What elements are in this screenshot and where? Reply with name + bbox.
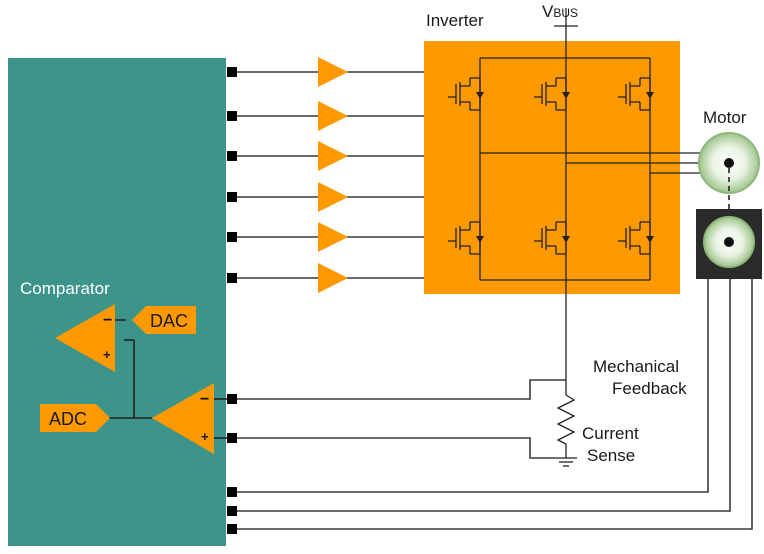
pin-gate-1	[227, 67, 237, 77]
comp-left-plus: +	[103, 347, 111, 362]
comp-left-minus: −	[103, 312, 112, 329]
current-sense-label-2: Sense	[587, 446, 635, 465]
driver-1	[318, 57, 348, 87]
comparator-circuit	[40, 304, 227, 454]
gate-drivers	[318, 57, 348, 293]
driver-5	[318, 222, 348, 252]
sense-wires	[237, 379, 566, 459]
driver-4	[318, 182, 348, 212]
pin-feedback-2	[227, 506, 237, 516]
inverter-block	[424, 41, 680, 294]
mechanical-feedback-label-2: Feedback	[612, 379, 687, 398]
mcu-pins	[227, 67, 237, 534]
feedback-wires	[237, 279, 753, 530]
driver-2	[318, 101, 348, 131]
pin-gate-6	[227, 273, 237, 283]
dac-block	[132, 306, 196, 334]
pin-gate-2	[227, 111, 237, 121]
pin-gate-5	[227, 232, 237, 242]
vbus-label: VBUS	[542, 2, 578, 21]
pin-comp-minus	[227, 394, 237, 404]
comp-right-minus: −	[200, 391, 209, 408]
motor-label: Motor	[703, 108, 747, 127]
driver-6	[318, 263, 348, 293]
shunt-resistor	[556, 394, 576, 445]
comparator-left	[55, 304, 115, 372]
pin-gate-4	[227, 192, 237, 202]
current-sense-label-1: Current	[582, 424, 639, 443]
inverter-label: Inverter	[426, 11, 484, 30]
current-sense	[555, 380, 577, 467]
mcu-block	[8, 58, 226, 546]
adc-block	[40, 404, 110, 432]
motor-shaft	[724, 158, 734, 168]
mechanical-feedback-label-1: Mechanical	[593, 357, 679, 376]
comparator-right	[152, 383, 214, 454]
encoder-shaft	[724, 237, 734, 247]
dac-label: DAC	[150, 311, 188, 331]
pin-feedback-1	[227, 487, 237, 497]
pin-comp-plus	[227, 433, 237, 443]
pin-gate-3	[227, 151, 237, 161]
comparator-label: Comparator	[20, 279, 110, 298]
pin-feedback-3	[227, 524, 237, 534]
adc-label: ADC	[49, 409, 87, 429]
comp-right-plus: +	[201, 429, 209, 444]
gate-wires	[237, 71, 424, 279]
driver-3	[318, 141, 348, 171]
